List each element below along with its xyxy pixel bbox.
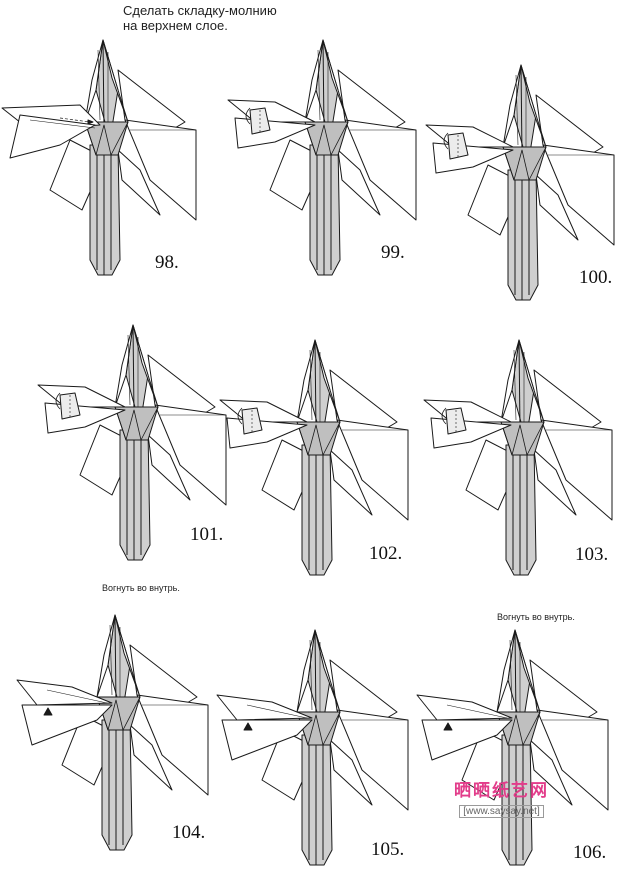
step-number-105: 105.: [371, 839, 405, 860]
step-106: [412, 620, 612, 880]
step-number-101: 101.: [190, 524, 224, 545]
watermark: 晒晒纸艺网 [www.saysay.net]: [454, 776, 549, 819]
origami-diagram-98: [0, 30, 200, 290]
instruction-step-104: Вогнуть во внутрь.: [102, 583, 180, 593]
step-number-102: 102.: [369, 543, 403, 564]
watermark-url: [www.saysay.net]: [459, 805, 544, 818]
step-number-106: 106.: [573, 842, 607, 863]
instruction-top: Сделать складку-молнию на верхнем слое.: [123, 3, 277, 33]
step-number-103: 103.: [575, 544, 609, 565]
step-number-98: 98.: [155, 252, 179, 273]
origami-diagram-106: [412, 620, 612, 880]
instruction-step-106: Вогнуть во внутрь.: [497, 612, 575, 622]
step-98: [0, 30, 200, 290]
step-number-104: 104.: [172, 822, 206, 843]
watermark-title: 晒晒纸艺网: [454, 781, 549, 800]
step-number-100: 100.: [579, 267, 613, 288]
step-number-99: 99.: [381, 242, 405, 263]
